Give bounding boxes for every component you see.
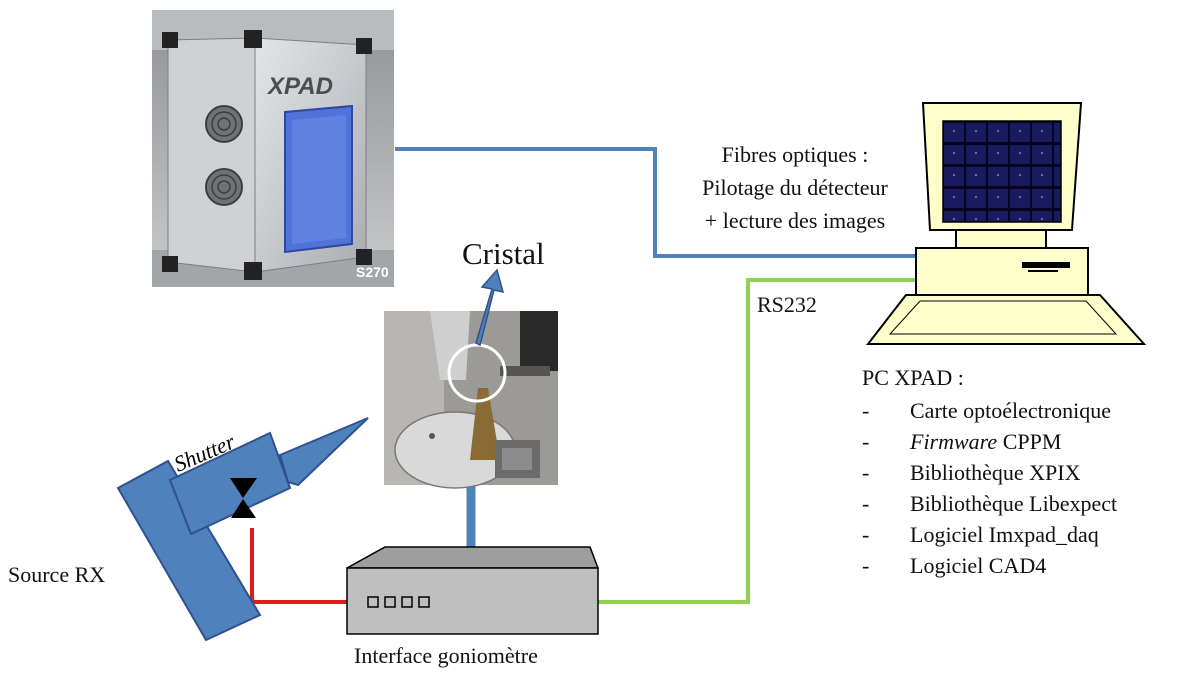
pc-info-block: PC XPAD : - Carte optoélectronique - Fir… bbox=[862, 362, 1117, 581]
cristal-label: Cristal bbox=[462, 236, 545, 271]
list-item: - Bibliothèque XPIX bbox=[862, 460, 1081, 485]
list-item: - Logiciel CAD4 bbox=[862, 553, 1047, 578]
fiber-optic-link bbox=[395, 147, 915, 258]
detector-brand-text: XPAD bbox=[266, 73, 333, 100]
fiber-optic-label: Fibres optiques : Pilotage du détecteur … bbox=[660, 138, 930, 237]
list-item: - Carte optoélectronique bbox=[862, 398, 1111, 423]
fan-icon bbox=[205, 105, 243, 143]
fiber-label-line1: Fibres optiques : bbox=[721, 142, 869, 167]
list-item: - Bibliothèque Libexpect bbox=[862, 491, 1118, 516]
goniometer-interface-box bbox=[346, 546, 600, 635]
shutter-control-link bbox=[250, 528, 347, 604]
fiber-label-line3: + lecture des images bbox=[704, 208, 886, 233]
rs232-label: RS232 bbox=[757, 292, 817, 317]
source-label: Source RX bbox=[8, 562, 106, 587]
goniometer-photo bbox=[384, 311, 558, 489]
pc-title: PC XPAD : bbox=[862, 365, 964, 390]
fiber-label-line2: Pilotage du détecteur bbox=[702, 175, 888, 200]
list-item: - Firmware CPPM bbox=[862, 429, 1062, 454]
rs232-link bbox=[598, 278, 915, 604]
fan-icon bbox=[205, 168, 243, 206]
detector-model-text: S270 bbox=[356, 264, 389, 280]
shutter-icon bbox=[230, 478, 257, 518]
pc-icon bbox=[865, 102, 1147, 345]
beam-arrow bbox=[475, 268, 505, 347]
xray-source: Shutter bbox=[116, 417, 369, 642]
interface-label: Interface goniomètre bbox=[354, 643, 538, 668]
xpad-detector-photo: XPAD S270 bbox=[152, 10, 394, 287]
list-item: - Logiciel Imxpad_daq bbox=[862, 522, 1099, 547]
